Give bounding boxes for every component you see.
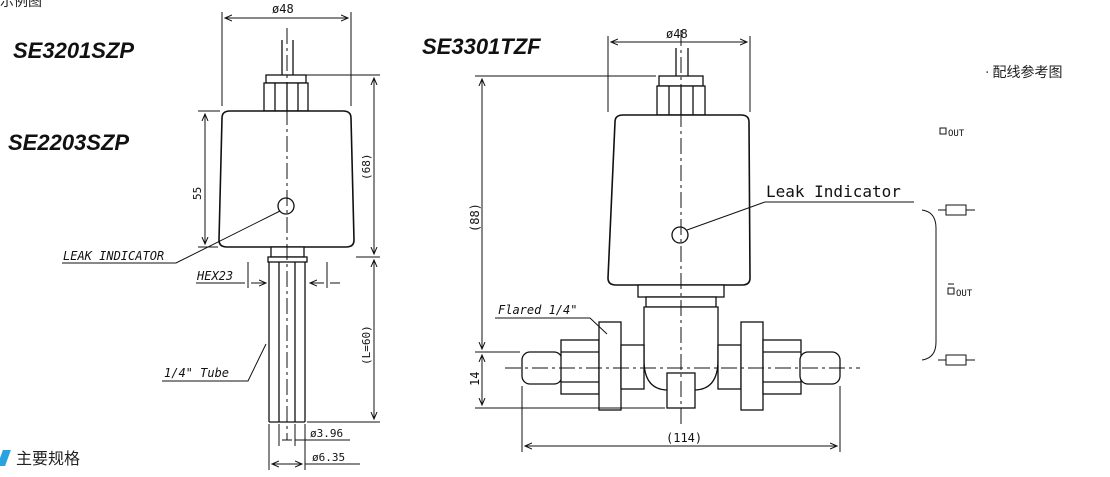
wiring-reference-label: ·配线参考图: [985, 65, 1063, 81]
left-height-body: 55: [191, 187, 204, 200]
left-height-total: (68): [360, 154, 373, 181]
left-dia-inner: ø3.96: [310, 427, 343, 440]
right-height-total: (88): [468, 203, 482, 232]
left-dia-top: ø48: [272, 2, 294, 16]
wiring-out-bar-label: OUT: [956, 289, 973, 299]
left-hex-label: HEX23: [196, 269, 233, 283]
top-header-fragment: 示例图: [0, 0, 42, 10]
right-dimensions: [475, 36, 914, 452]
wiring-out-label: OUT: [948, 129, 965, 139]
left-dimensions: [62, 12, 380, 470]
right-flared-label: Flared 1/4": [498, 303, 577, 317]
section-title: 主要规格: [0, 445, 80, 469]
left-length: (L=60): [360, 325, 373, 365]
left-tube-label: 1/4" Tube: [164, 366, 229, 380]
right-dia-top: ø48: [666, 27, 688, 41]
bullet-icon: ·: [985, 65, 990, 81]
model-label-se2203szp: SE2203SZP: [8, 130, 130, 155]
right-height-base: 14: [468, 372, 482, 386]
model-label-se3201szp: SE3201SZP: [13, 38, 135, 63]
left-leak-indicator-label: LEAK INDICATOR: [63, 249, 164, 263]
wiring-diagram-fragment: [921, 127, 975, 366]
right-leak-indicator-label: Leak Indicator: [766, 182, 901, 201]
right-width-total: (114): [666, 431, 702, 445]
model-label-se3301tzf: SE3301TZF: [422, 34, 541, 59]
left-dia-outer: ø6.35: [312, 451, 345, 464]
